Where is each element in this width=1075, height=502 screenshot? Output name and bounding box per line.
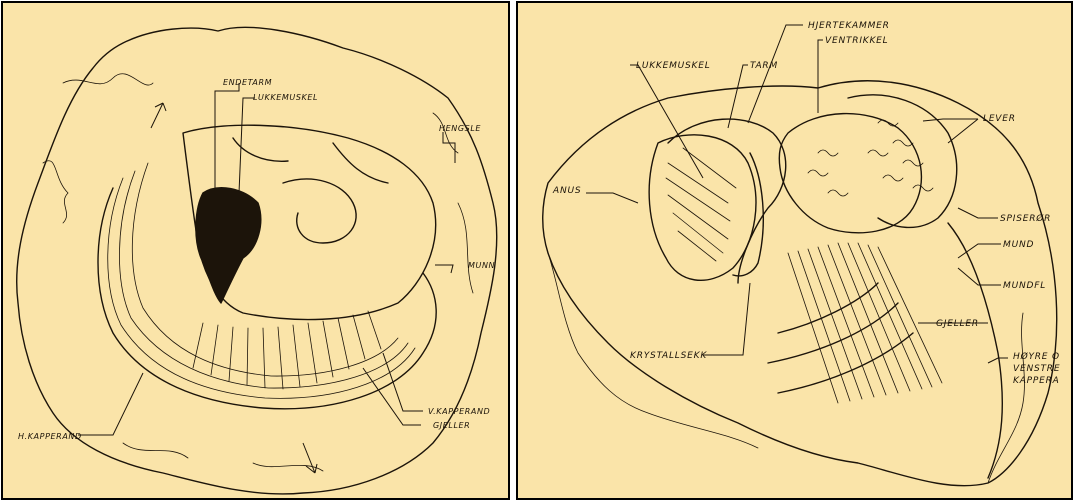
label-tarm: TARM — [750, 61, 778, 71]
left-oyster-diagram-panel: ENDETARM LUKKEMUSKEL HENGSLE MUNN V.KAPP… — [1, 1, 510, 500]
leader-lines — [78, 83, 455, 435]
body-fold — [233, 138, 388, 183]
label-h-kapperand: H.KAPPERAND — [18, 432, 82, 441]
label-anus: ANUS — [552, 186, 581, 196]
label-spiseror: SPISERØR — [1000, 213, 1051, 224]
label-hjertekammer: HJERTEKAMMER — [808, 21, 890, 31]
label-mund: MUND — [1003, 240, 1034, 250]
arrow-up — [151, 103, 166, 128]
label-gjeller-right: GJELLER — [936, 319, 979, 329]
label-krystallsekk: KRYSTALLSEKK — [630, 351, 707, 361]
label-ventrikkel: VENTRIKKEL — [825, 36, 889, 46]
adductor-muscle-dark — [196, 188, 261, 303]
liver-texture — [808, 120, 933, 196]
krystallsekk — [733, 153, 763, 276]
label-endetarm: ENDETARM — [223, 78, 272, 87]
label-hoyre-o: HØYRE O — [1013, 351, 1060, 362]
right-oyster-diagram-panel: HJERTEKAMMER VENTRIKKEL LUKKEMUSKEL TARM… — [516, 1, 1073, 500]
gill-hatching — [193, 311, 381, 389]
label-venstre: VENSTRE — [1013, 364, 1060, 374]
label-lever: LEVER — [983, 114, 1016, 124]
arrow-down — [303, 443, 317, 473]
shell-jagged-edge — [548, 253, 1024, 483]
ventrikkel-outline — [779, 114, 921, 233]
label-kapperand: KAPPERA — [1013, 376, 1060, 386]
label-hengsle: HENGSLE — [439, 124, 481, 133]
muscle-hatching — [666, 148, 736, 261]
gut-loop — [283, 179, 356, 243]
adductor-muscle — [649, 135, 756, 281]
label-munn: MUNN — [468, 261, 495, 270]
label-mundfl: MUNDFL — [1003, 281, 1046, 291]
left-oyster-drawing: ENDETARM LUKKEMUSKEL HENGSLE MUNN V.KAPP… — [3, 3, 510, 500]
label-v-kapperand: V.KAPPERAND — [428, 407, 490, 416]
shell-growth-ring — [108, 178, 415, 398]
right-oyster-drawing: HJERTEKAMMER VENTRIKKEL LUKKEMUSKEL TARM… — [518, 3, 1073, 500]
shell-growth-ring — [132, 163, 398, 376]
label-lukkemuskel-left: LUKKEMUSKEL — [253, 93, 318, 102]
tarm-loop — [668, 119, 786, 283]
label-gjeller-left: GJELLER — [433, 421, 470, 430]
label-lukkemuskel-right: LUKKEMUSKEL — [636, 61, 711, 71]
mantle-edge — [948, 223, 1002, 478]
